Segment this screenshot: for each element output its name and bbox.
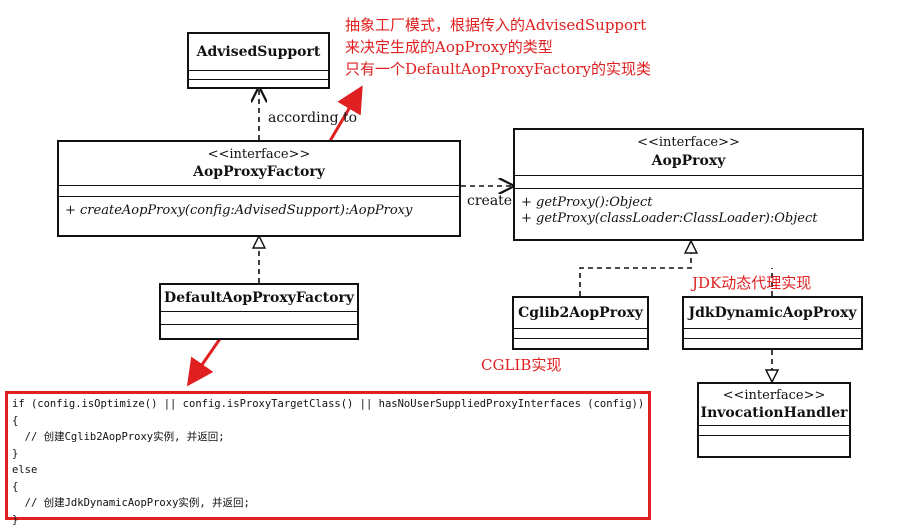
methods-compartment	[189, 79, 328, 87]
code-snippet: if (config.isOptimize() || config.isProx…	[5, 391, 651, 526]
code-line: }	[12, 447, 19, 460]
class-name: DefaultAopProxyFactory	[164, 290, 354, 306]
realization-triangle-invocation	[764, 369, 780, 384]
attributes-compartment	[161, 311, 357, 324]
code-line: {	[12, 414, 19, 427]
attributes-compartment	[684, 328, 861, 338]
attributes-compartment	[59, 185, 459, 196]
class-name: AdvisedSupport	[196, 44, 321, 60]
note-line: 只有一个DefaultAopProxyFactory的实现类	[345, 60, 652, 78]
code-line: // 创建JdkDynamicAopProxy实例, 并返回;	[12, 497, 250, 509]
methods-compartment	[699, 435, 849, 444]
code-line: if (config.isOptimize() || config.isProx…	[12, 398, 645, 410]
code-line: }	[12, 513, 19, 526]
cglib-realization	[579, 253, 692, 296]
according-to-label: according to	[268, 110, 358, 126]
jdk-proxy-note: JDK动态代理实现	[692, 274, 812, 292]
attributes-compartment	[515, 175, 862, 188]
methods-compartment	[514, 338, 647, 348]
methods-compartment: + getProxy():Object + getProxy(classLoad…	[515, 188, 862, 229]
note-line: 抽象工厂模式，根据传入的AdvisedSupport	[345, 16, 647, 34]
create-label: create	[467, 193, 513, 209]
class-invocation-handler: <<interface>> InvocationHandler	[697, 382, 851, 458]
class-jdk-dynamic-aop-proxy: JdkDynamicAopProxy	[682, 296, 863, 350]
class-name: AopProxy	[651, 153, 726, 169]
realization-triangle-aopproxy	[683, 239, 699, 254]
stereotype-label: <<interface>>	[722, 388, 826, 403]
attributes-compartment	[699, 425, 849, 435]
stereotype-label: <<interface>>	[637, 135, 740, 150]
class-advised-support: AdvisedSupport	[187, 32, 330, 89]
class-name: Cglib2AopProxy	[518, 305, 643, 321]
class-cglib2-aop-proxy: Cglib2AopProxy	[512, 296, 649, 350]
abstract-factory-note: 抽象工厂模式，根据传入的AdvisedSupport 来决定生成的AopProx…	[345, 14, 651, 80]
stereotype-label: <<interface>>	[207, 147, 311, 162]
method-item: + createAopProxy(config:AdvisedSupport):…	[65, 203, 413, 218]
code-line: else	[12, 464, 38, 476]
realization-triangle-factory	[251, 234, 267, 249]
attributes-compartment	[189, 70, 328, 79]
code-line: // 创建Cglib2AopProxy实例, 并返回;	[12, 431, 225, 443]
class-default-aop-proxy-factory: DefaultAopProxyFactory	[159, 283, 359, 340]
methods-compartment: + createAopProxy(config:AdvisedSupport):…	[59, 196, 459, 221]
methods-compartment	[684, 338, 861, 348]
class-name: AopProxyFactory	[193, 164, 325, 180]
methods-compartment	[161, 324, 357, 337]
class-name: JdkDynamicAopProxy	[688, 305, 857, 321]
method-item: + getProxy():Object	[521, 195, 653, 210]
attributes-compartment	[514, 328, 647, 338]
method-item: + getProxy(classLoader:ClassLoader):Obje…	[521, 211, 818, 226]
note-line: 来决定生成的AopProxy的类型	[345, 38, 553, 56]
class-aop-proxy-factory: <<interface>> AopProxyFactory + createAo…	[57, 140, 461, 237]
cglib-note: CGLIB实现	[481, 356, 562, 374]
class-name: InvocationHandler	[700, 405, 848, 421]
class-aop-proxy: <<interface>> AopProxy + getProxy():Obje…	[513, 128, 864, 241]
code-line: {	[12, 480, 19, 493]
